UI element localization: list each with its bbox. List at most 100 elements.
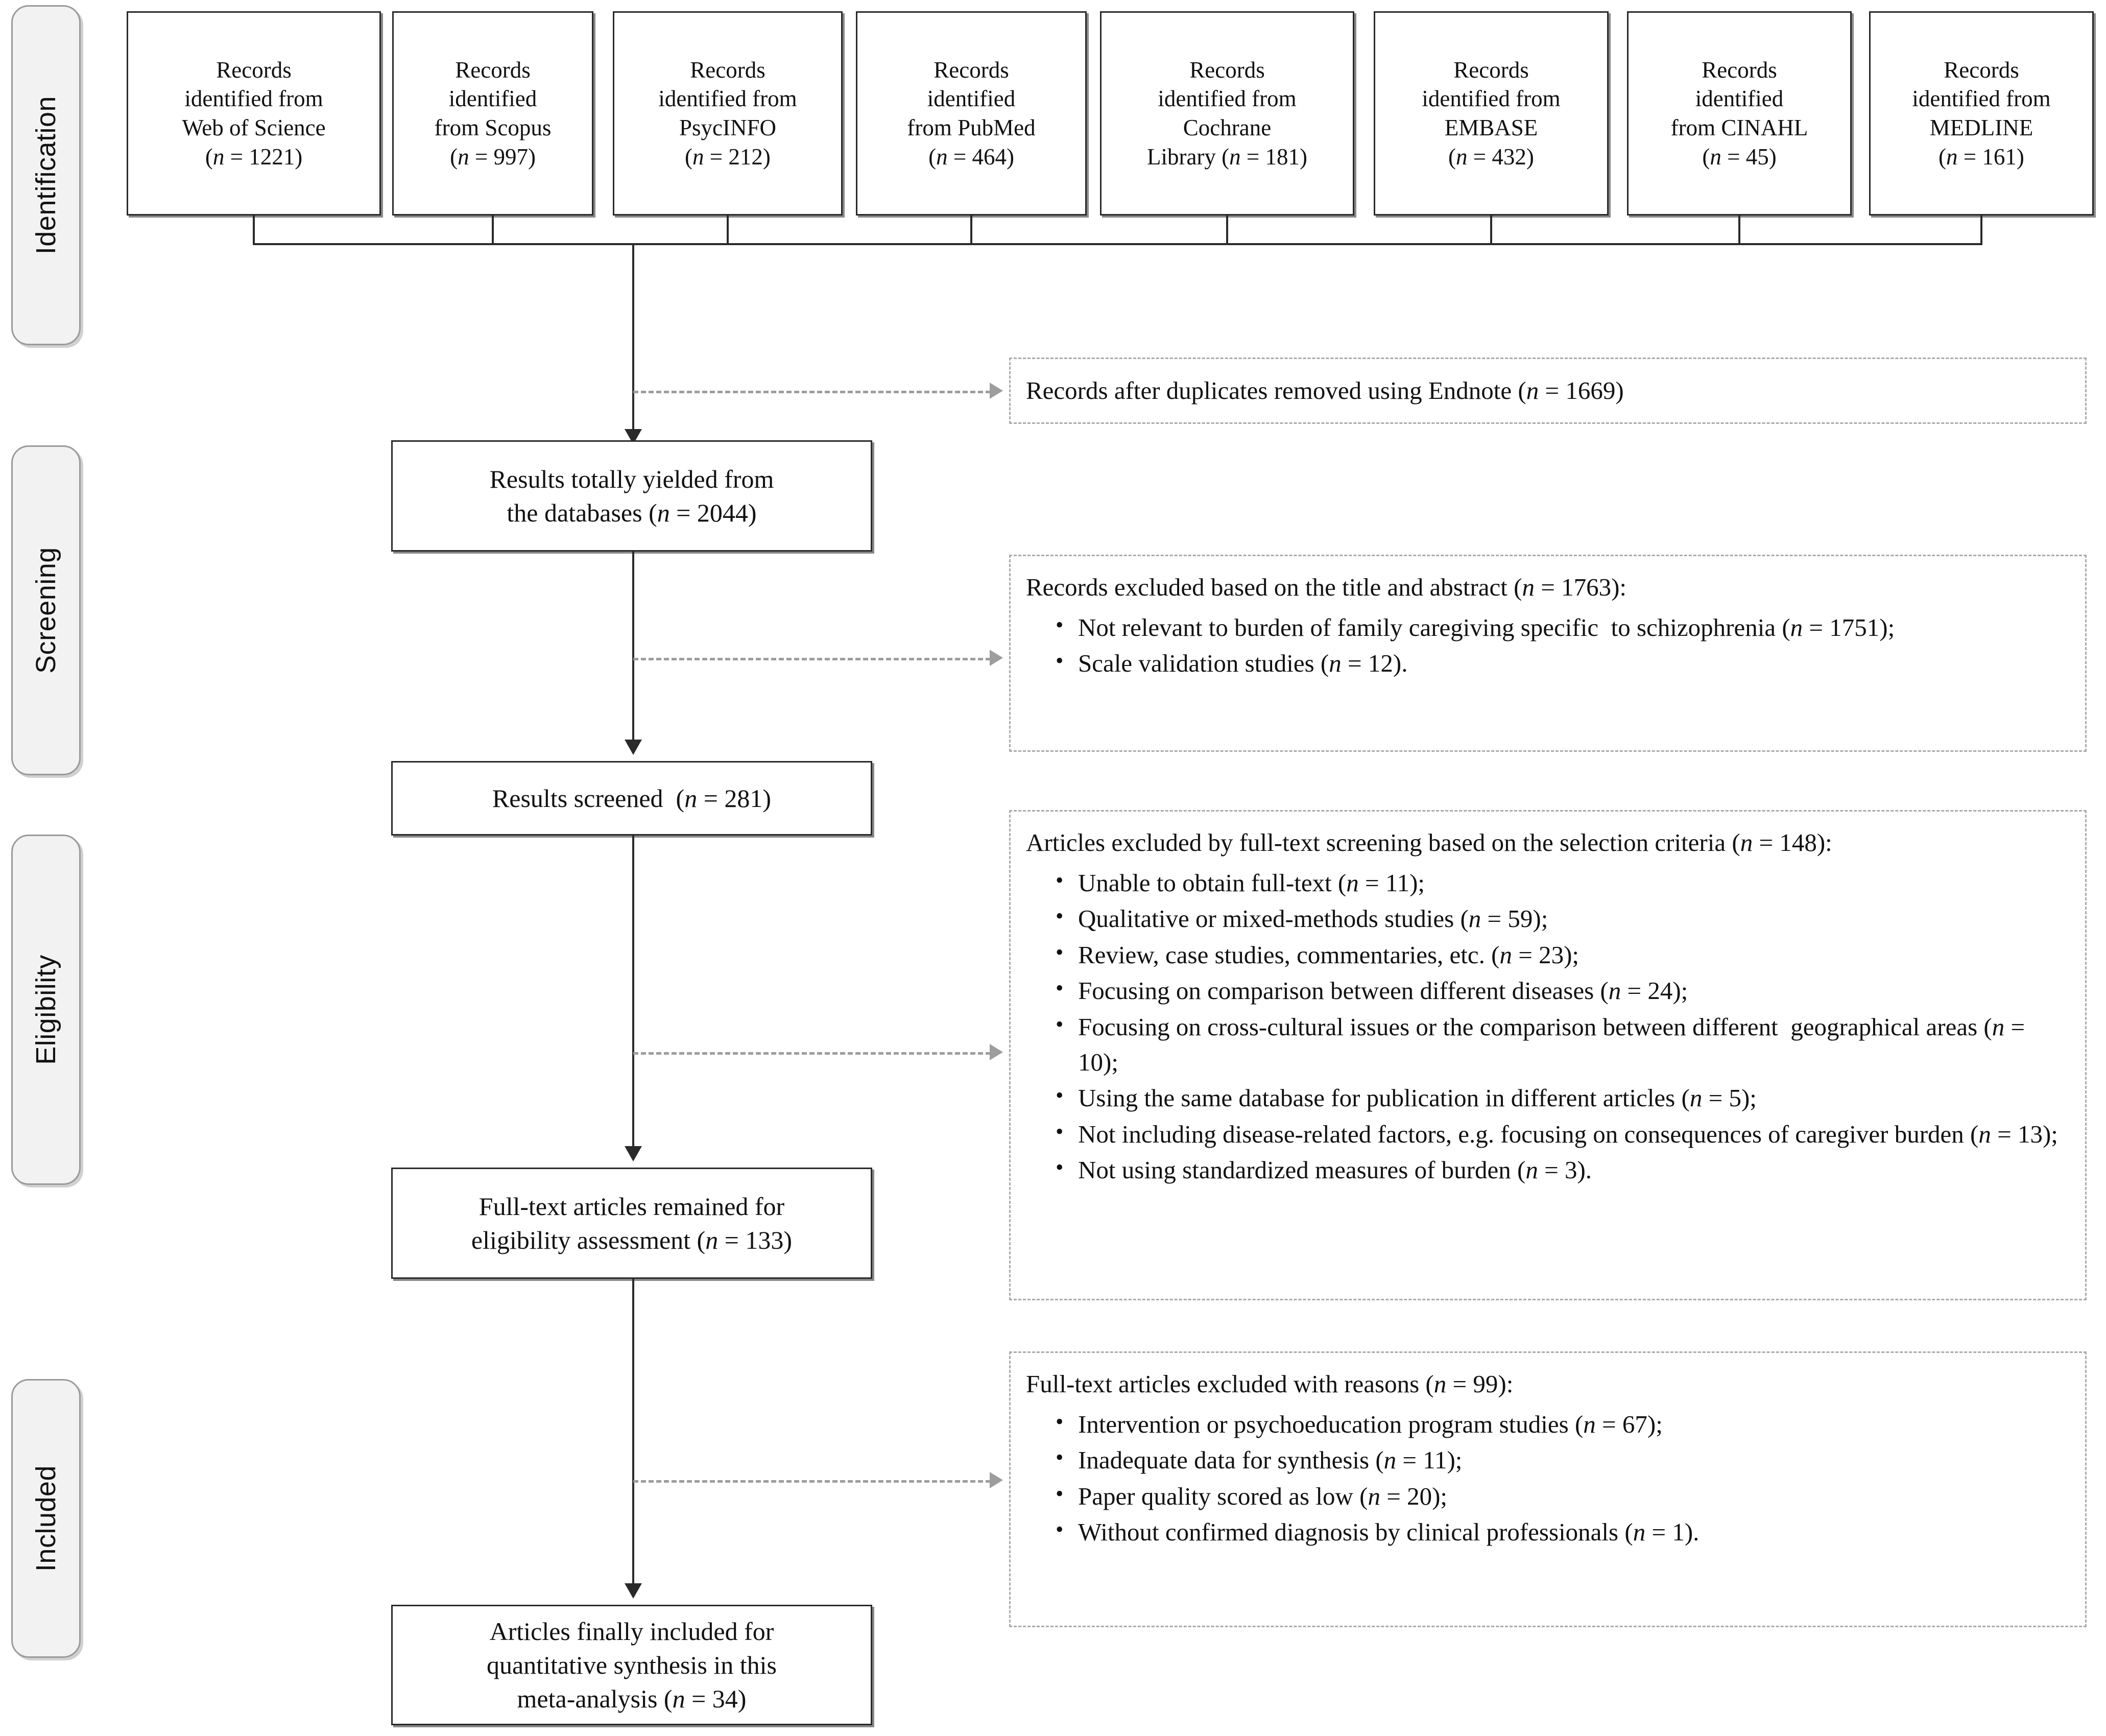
connector-stub-embase bbox=[1490, 216, 1492, 244]
excluded-screening-item: Scale validation studies (n = 12). bbox=[1056, 645, 2070, 681]
excluded-eligibility-list: Unable to obtain full-text (n = 11); Qua… bbox=[1026, 865, 2070, 1188]
source-line-3: from PubMed bbox=[907, 115, 1036, 140]
fulltext-eligibility-box: Full-text articles remained for eligibil… bbox=[391, 1168, 872, 1279]
source-line-1: Records bbox=[1453, 57, 1529, 83]
connector-stub-scopus bbox=[492, 216, 494, 244]
stage-label-identification: Identification bbox=[11, 5, 81, 345]
excluded-included-list: Intervention or psychoeducation program … bbox=[1026, 1406, 2070, 1550]
connector-spine-to-screened bbox=[632, 552, 634, 746]
stage-label-identification-text: Identification bbox=[31, 96, 62, 255]
source-line-3: Web of Science bbox=[182, 115, 326, 140]
results-yielded-line-1: Results totally yielded from bbox=[489, 465, 774, 493]
source-line-2: identified bbox=[1695, 86, 1784, 112]
connector-spine-to-yielded bbox=[632, 243, 634, 437]
source-line-3: from Scopus bbox=[434, 115, 552, 140]
connector-stub-cochrane bbox=[1226, 216, 1228, 244]
excluded-eligibility-item: Qualitative or mixed-methods studies (n … bbox=[1056, 900, 2070, 937]
source-box-pubmed: Records identified from PubMed (n = 464) bbox=[856, 11, 1087, 216]
dashed-arrowhead-included bbox=[990, 1472, 1003, 1488]
source-line-1: Records bbox=[455, 57, 531, 83]
source-line-2: identified from bbox=[1912, 86, 2051, 112]
source-line-2: identified from bbox=[1422, 86, 1561, 112]
source-line-1: Records bbox=[934, 57, 1009, 83]
arrow-to-included-box bbox=[625, 1583, 642, 1599]
source-box-cinahl: Records identified from CINAHL (n = 45) bbox=[1627, 11, 1852, 216]
source-count: (n = 45) bbox=[1702, 144, 1777, 170]
source-box-psycinfo: Records identified from PsycINFO (n = 21… bbox=[613, 11, 843, 216]
included-line-3: meta-analysis (n = 34) bbox=[517, 1684, 747, 1713]
source-box-medline: Records identified from MEDLINE (n = 161… bbox=[1869, 11, 2094, 216]
connector-bus-identification bbox=[253, 243, 1982, 245]
stage-label-eligibility: Eligibility bbox=[11, 835, 81, 1185]
source-count: (n = 997) bbox=[450, 144, 536, 170]
excluded-eligibility-item: Unable to obtain full-text (n = 11); bbox=[1056, 865, 2070, 901]
excluded-eligibility-box: Articles excluded by full-text screening… bbox=[1009, 810, 2087, 1300]
source-line-2: identified bbox=[448, 86, 537, 112]
fulltext-line-1: Full-text articles remained for bbox=[478, 1192, 785, 1221]
stage-label-eligibility-text: Eligibility bbox=[31, 955, 62, 1065]
excluded-included-item: Intervention or psychoeducation program … bbox=[1056, 1406, 2070, 1442]
source-count: (n = 212) bbox=[685, 144, 771, 170]
dashed-connector-eligibility bbox=[633, 1052, 991, 1055]
source-line-3: Cochrane bbox=[1183, 115, 1272, 140]
connector-spine-to-fulltext bbox=[632, 836, 634, 1152]
dashed-connector-screening bbox=[633, 658, 991, 660]
source-line-1: Records bbox=[690, 57, 765, 83]
source-box-scopus: Records identified from Scopus (n = 997) bbox=[392, 11, 593, 216]
source-line-3: PsycINFO bbox=[679, 115, 776, 140]
excluded-included-heading: Full-text articles excluded with reasons… bbox=[1026, 1370, 1514, 1398]
source-box-cochrane-library: Records identified from Cochrane Library… bbox=[1100, 11, 1354, 216]
source-line-1: Records bbox=[216, 57, 292, 83]
connector-stub-pubmed bbox=[970, 216, 972, 244]
excluded-screening-heading: Records excluded based on the title and … bbox=[1026, 573, 1627, 601]
excluded-eligibility-heading: Articles excluded by full-text screening… bbox=[1026, 828, 1832, 857]
results-screened-text: Results screened (n = 281) bbox=[492, 784, 772, 813]
stage-label-screening: Screening bbox=[11, 445, 81, 775]
excluded-included-item: Paper quality scored as low (n = 20); bbox=[1056, 1478, 2070, 1514]
stage-label-included: Included bbox=[11, 1379, 81, 1658]
arrow-to-fulltext-box bbox=[625, 1146, 642, 1161]
source-line-2: identified from bbox=[658, 86, 797, 112]
stage-label-included-text: Included bbox=[31, 1465, 62, 1572]
connector-spine-to-included bbox=[632, 1279, 634, 1590]
connector-stub-web-of-science bbox=[253, 216, 255, 244]
articles-included-box: Articles finally included for quantitati… bbox=[391, 1605, 872, 1725]
duplicates-removed-box: Records after duplicates removed using E… bbox=[1009, 358, 2087, 424]
excluded-eligibility-item: Not using standardized measures of burde… bbox=[1056, 1152, 2070, 1188]
dashed-connector-included bbox=[633, 1480, 991, 1483]
source-box-embase: Records identified from EMBASE (n = 432) bbox=[1374, 11, 1609, 216]
excluded-eligibility-item: Review, case studies, commentaries, etc.… bbox=[1056, 937, 2070, 973]
source-line-1: Records bbox=[1702, 57, 1777, 83]
dashed-arrowhead-eligibility bbox=[990, 1044, 1003, 1060]
excluded-screening-item: Not relevant to burden of family caregiv… bbox=[1056, 609, 2070, 646]
connector-stub-medline bbox=[1980, 216, 1982, 244]
excluded-eligibility-item: Using the same database for publication … bbox=[1056, 1080, 2070, 1116]
source-line-3: from CINAHL bbox=[1670, 115, 1808, 140]
dashed-arrowhead-duplicates bbox=[990, 383, 1003, 399]
source-count: (n = 464) bbox=[928, 144, 1014, 170]
source-line-2: identified bbox=[927, 86, 1016, 112]
source-line-1: Records bbox=[1944, 57, 2019, 83]
excluded-eligibility-item: Not including disease-related factors, e… bbox=[1056, 1116, 2070, 1152]
arrow-to-screened-box bbox=[625, 740, 642, 755]
excluded-screening-box: Records excluded based on the title and … bbox=[1009, 555, 2087, 752]
stage-label-screening-text: Screening bbox=[31, 547, 62, 674]
excluded-eligibility-item: Focusing on cross-cultural issues or the… bbox=[1056, 1009, 2070, 1080]
source-count: (n = 1221) bbox=[205, 144, 303, 170]
source-line-2: identified from bbox=[1158, 86, 1297, 112]
source-line-1: Records bbox=[1189, 57, 1265, 83]
source-count: (n = 161) bbox=[1939, 144, 2024, 170]
results-yielded-line-2: the databases (n = 2044) bbox=[507, 498, 757, 527]
included-line-2: quantitative synthesis in this bbox=[486, 1651, 777, 1679]
dashed-connector-duplicates bbox=[633, 391, 991, 393]
source-line-3: EMBASE bbox=[1444, 115, 1538, 140]
excluded-eligibility-item: Focusing on comparison between different… bbox=[1056, 972, 2070, 1009]
duplicates-removed-text: Records after duplicates removed using E… bbox=[1026, 376, 1624, 405]
source-count: (n = 432) bbox=[1448, 144, 1534, 170]
results-screened-box: Results screened (n = 281) bbox=[391, 761, 872, 836]
included-line-1: Articles finally included for bbox=[489, 1617, 774, 1646]
excluded-included-item: Without confirmed diagnosis by clinical … bbox=[1056, 1514, 2070, 1550]
source-count: Library (n = 181) bbox=[1146, 144, 1308, 170]
dashed-arrowhead-screening bbox=[990, 650, 1003, 666]
